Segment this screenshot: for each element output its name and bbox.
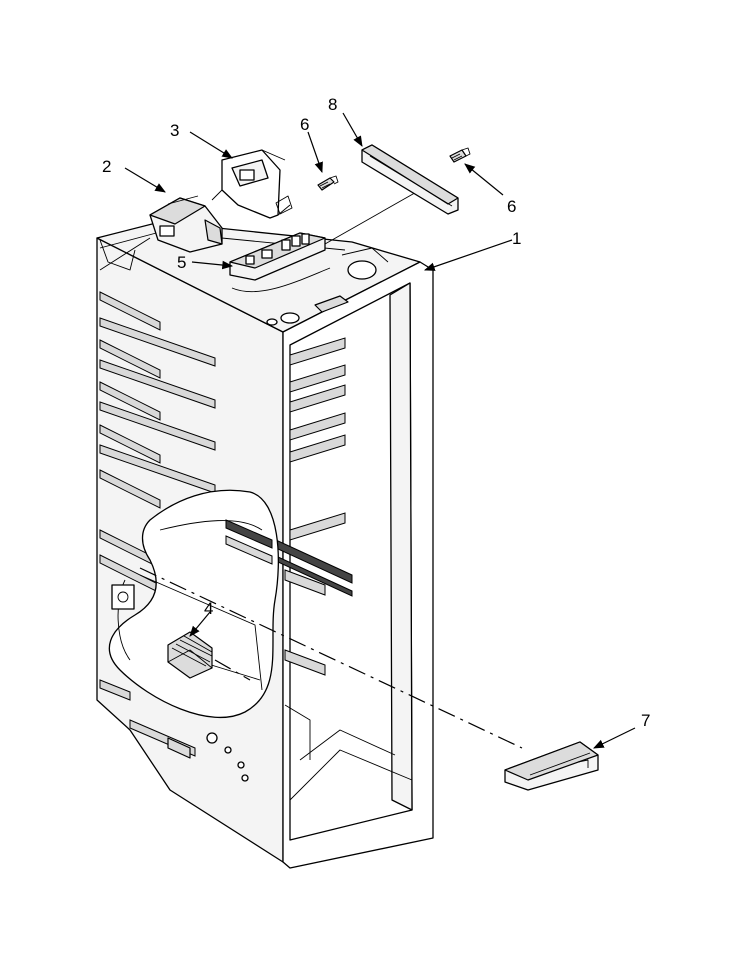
- part-6-screw-left: [317, 175, 339, 191]
- callout-2: 2: [102, 157, 111, 176]
- right-wall-rails: [284, 337, 346, 676]
- callout-7: 7: [641, 711, 650, 730]
- callout-4: 4: [204, 599, 213, 618]
- callout-6-right: 6: [507, 197, 516, 216]
- callout-leaders: [124, 112, 636, 749]
- callout-3: 3: [170, 121, 179, 140]
- part-2-housing: [99, 195, 223, 271]
- freezer-liner: [96, 221, 434, 869]
- callout-5: 5: [177, 253, 186, 272]
- assembly-line-vent: [214, 659, 251, 681]
- part-8-trim-strip: [361, 144, 459, 215]
- part-7-cover: [504, 741, 599, 791]
- callout-1: 1: [512, 229, 521, 248]
- part-3-bracket: [211, 149, 293, 219]
- left-wall-rails: [99, 291, 216, 757]
- part-6-screw-right: [449, 147, 471, 163]
- callout-6-left: 6: [300, 115, 309, 134]
- liner-inner-back: [389, 282, 413, 811]
- callout-8: 8: [328, 95, 337, 114]
- assembly-line-7: [139, 567, 523, 749]
- part-5-control-board: [229, 189, 421, 281]
